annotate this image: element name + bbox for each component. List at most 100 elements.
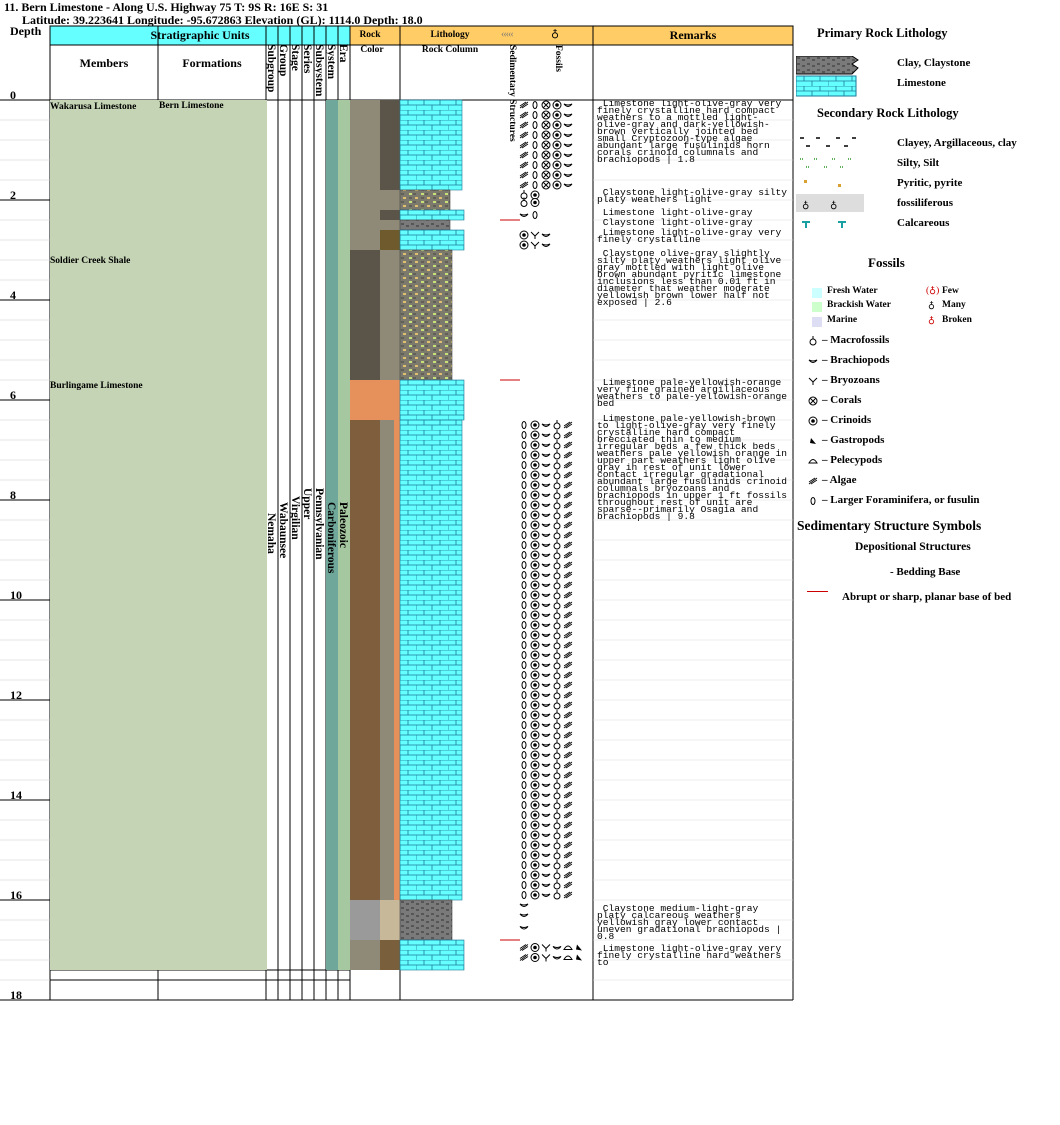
- rock-color-band: [350, 220, 380, 230]
- brach-icon: [552, 956, 562, 960]
- algae-icon: [519, 111, 529, 119]
- legend-silty: Silty, Silt: [897, 157, 940, 169]
- depth-label: 14: [10, 788, 22, 802]
- fusulinid-icon: [521, 661, 527, 669]
- fusulinid-icon: [521, 821, 527, 829]
- legend-sed-title: Sedimentary Structure Symbols: [797, 518, 982, 533]
- brach-icon: [541, 893, 551, 897]
- bryo-icon: [541, 944, 551, 952]
- brach-icon: [541, 633, 551, 637]
- fusulinid-icon: [521, 461, 527, 469]
- brach-icon: [541, 773, 551, 777]
- crinoid-icon: [530, 660, 540, 670]
- lithology-header: Lithology: [430, 30, 470, 40]
- rock-color-band: [350, 210, 380, 220]
- rock-color-band: [380, 100, 400, 190]
- crinoid-icon: [530, 750, 540, 760]
- rank-value: Pennsylvanian: [313, 488, 325, 560]
- macro-icon: [553, 850, 561, 860]
- macro-icon: [553, 470, 561, 480]
- brach-icon: [552, 946, 562, 950]
- brach-icon: [519, 913, 529, 917]
- rank-value: Nemaha: [265, 513, 277, 554]
- crinoid-icon: [530, 500, 540, 510]
- algae-icon: [563, 581, 573, 589]
- algae-icon: [563, 621, 573, 629]
- coral-icon: [541, 140, 551, 150]
- macro-icon: [553, 680, 561, 690]
- crinoid-icon: [552, 180, 562, 190]
- crinoid-icon: [519, 240, 529, 250]
- algae-icon: [808, 477, 818, 485]
- broken-icon: ♁: [928, 316, 935, 326]
- depth-label: 10: [10, 588, 22, 602]
- depth-label: 0: [10, 88, 16, 102]
- brach-icon: [541, 863, 551, 867]
- lithology-bed: [399, 219, 451, 231]
- algae-icon: [519, 131, 529, 139]
- fresh-water-swatch: [812, 288, 822, 298]
- algae-icon: [563, 501, 573, 509]
- crinoid-icon: [530, 680, 540, 690]
- algae-icon: [563, 701, 573, 709]
- fusulinid-icon: [521, 851, 527, 859]
- crinoid-icon: [530, 530, 540, 540]
- rock-header: Rock: [359, 30, 381, 40]
- brach-icon: [541, 433, 551, 437]
- brach-icon: [541, 543, 551, 547]
- algae-icon: [563, 741, 573, 749]
- macro-icon: [553, 560, 561, 570]
- algae-icon: [563, 451, 573, 459]
- pelec-icon: [563, 955, 573, 960]
- brach-icon: [541, 673, 551, 677]
- algae-icon: [563, 711, 573, 719]
- stratigraphic-log: [0, 25, 794, 1001]
- fusulinid-icon: [521, 481, 527, 489]
- svg-text:♁: ♁: [830, 200, 837, 211]
- macro-icon: [553, 720, 561, 730]
- rock-color-band: [380, 220, 400, 230]
- coral-icon: [541, 120, 551, 130]
- macro-icon: [553, 890, 561, 900]
- macro-icon: [553, 770, 561, 780]
- crinoid-icon: [530, 630, 540, 640]
- formations-header: Formations: [182, 56, 242, 70]
- lithology-bed: [399, 99, 463, 191]
- algae-icon: [563, 421, 573, 429]
- fusulinid-icon: [521, 421, 527, 429]
- brach-icon: [541, 713, 551, 717]
- crinoid-icon: [530, 650, 540, 660]
- brach-icon: [541, 723, 551, 727]
- fusulinid-icon: [521, 881, 527, 889]
- crinoid-icon: [530, 740, 540, 750]
- legend-fossil-type: – Macrofossils: [822, 334, 890, 346]
- rock-color-band: [350, 940, 380, 970]
- many-icon: ♁: [928, 301, 935, 311]
- fusulinid-icon: [810, 497, 816, 505]
- depth-label: 2: [10, 188, 16, 202]
- algae-icon: [563, 551, 573, 559]
- crinoid-icon: [530, 570, 540, 580]
- crinoid-icon: [530, 860, 540, 870]
- rank-header-series: Series: [301, 44, 313, 74]
- fusulinid-icon: [532, 131, 538, 139]
- macro-icon: [553, 570, 561, 580]
- algae-icon: [563, 641, 573, 649]
- macro-icon: [553, 660, 561, 670]
- macro-icon: [553, 430, 561, 440]
- coral-icon: [541, 160, 551, 170]
- fusulinid-icon: [532, 141, 538, 149]
- rock-color-band: [350, 900, 380, 940]
- macro-icon: [553, 640, 561, 650]
- fusulinid-icon: [521, 501, 527, 509]
- brach-icon: [563, 173, 573, 177]
- brach-icon: [541, 663, 551, 667]
- macro-icon: [553, 510, 561, 520]
- legend-fossil-type: – Pelecypods: [822, 454, 883, 466]
- crinoid-icon: [552, 100, 562, 110]
- abrupt-base-line-icon: [807, 591, 828, 592]
- strat-units-header: Stratigraphic Units: [150, 28, 250, 42]
- brach-icon: [541, 703, 551, 707]
- fusulinid-icon: [532, 151, 538, 159]
- algae-icon: [563, 841, 573, 849]
